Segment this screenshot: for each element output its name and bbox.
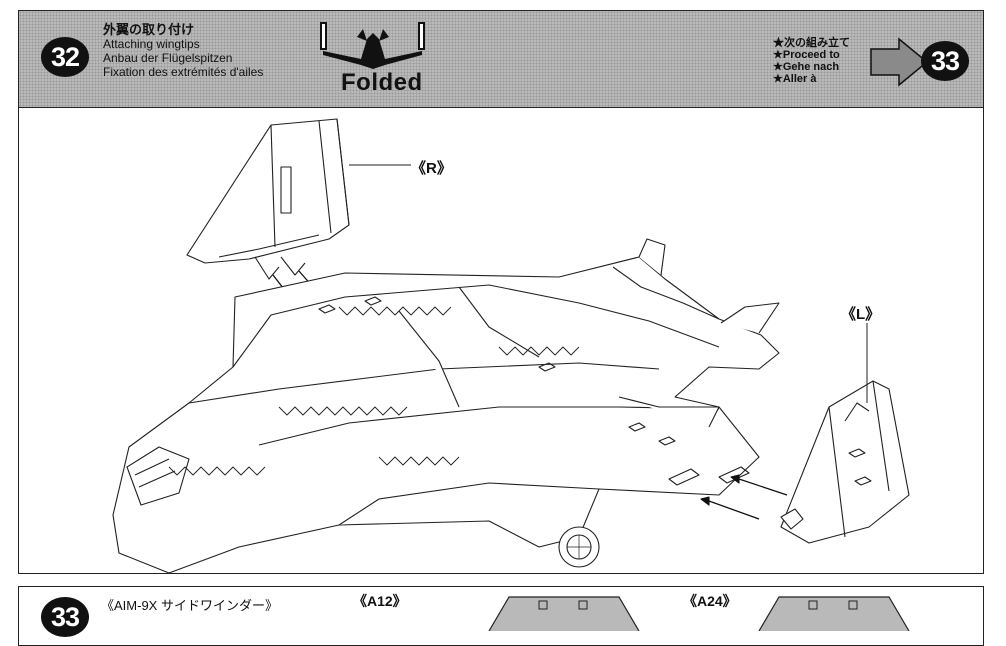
folded-label: Folded xyxy=(341,69,423,96)
step-header: 32 外翼の取り付け Attaching wingtips Anbau der … xyxy=(19,11,983,108)
proceed-de: ★Gehe nach xyxy=(773,61,840,73)
next-step-number-badge: 33 xyxy=(921,41,969,81)
part-a12-sprue-icon xyxy=(488,596,640,631)
folded-wings-icon xyxy=(320,22,425,69)
proceed-ja: ★次の組み立て xyxy=(773,37,850,49)
step-32-panel: 32 外翼の取り付け Attaching wingtips Anbau der … xyxy=(18,10,984,574)
step-title-de: Anbau der Flügelspitzen xyxy=(103,51,233,65)
left-wingtip-part xyxy=(780,380,910,544)
callout-a24: 《A24》 xyxy=(683,593,737,609)
part-a24-sprue-icon xyxy=(758,596,910,631)
next-step-arrow-icon xyxy=(870,37,929,87)
step-title-en: Attaching wingtips xyxy=(103,37,200,51)
callout-a12: 《A12》 xyxy=(353,593,407,609)
proceed-en: ★Proceed to xyxy=(773,49,840,61)
callout-left-wing: 《L》 xyxy=(841,306,881,323)
proceed-to-text: ★次の組み立て ★Proceed to ★Gehe nach ★Aller à xyxy=(773,37,850,85)
step-33-title: 《AIM-9X サイドワインダー》 xyxy=(101,598,278,613)
assembly-illustration xyxy=(112,118,910,573)
step-33-panel: 33 《AIM-9X サイドワインダー》 《A12》 《A24》 xyxy=(18,586,984,646)
proceed-fr: ★Aller à xyxy=(773,73,817,85)
step-titles: 外翼の取り付け Attaching wingtips Anbau der Flü… xyxy=(103,22,264,80)
step-33-number-badge: 33 xyxy=(41,597,89,637)
aircraft-body xyxy=(112,238,780,573)
callout-right-wing: 《R》 xyxy=(411,160,452,177)
step-title-fr: Fixation des extrémités d'ailes xyxy=(103,65,264,79)
step-number-badge: 32 xyxy=(41,37,89,77)
right-wingtip-part xyxy=(186,118,350,280)
step-title-ja: 外翼の取り付け xyxy=(103,22,195,37)
